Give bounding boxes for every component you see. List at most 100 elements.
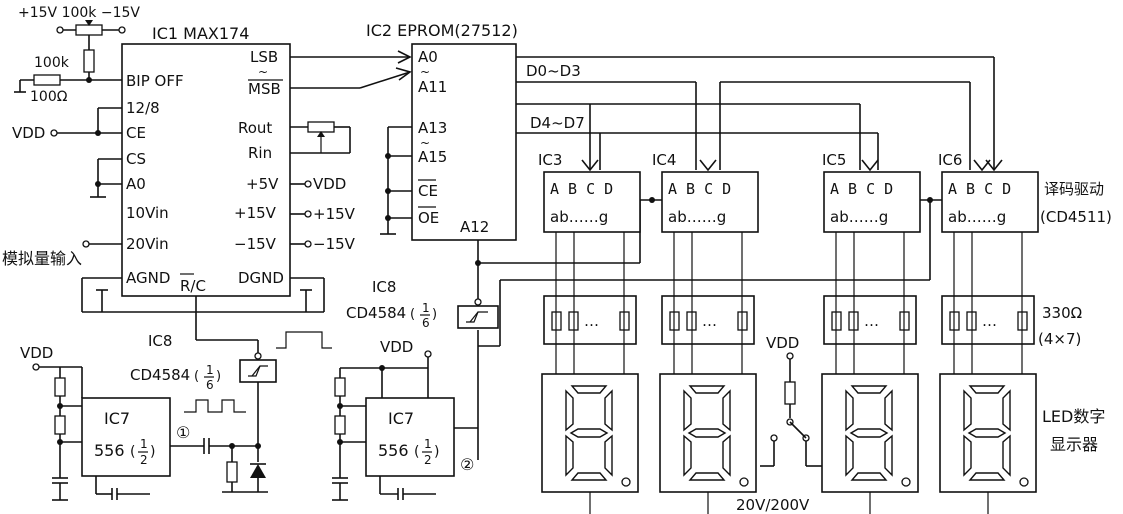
ic8-right-title: IC8	[372, 278, 396, 296]
ic2-pin-a15: A15	[418, 148, 447, 166]
ic7-left-vdd: VDD	[20, 344, 53, 362]
analog-input-label: 模拟量输入	[2, 249, 82, 268]
ic1-pin-agnd: AGND	[126, 269, 170, 287]
led-label-line2: 显示器	[1050, 435, 1098, 454]
ic8-right-num: 1	[422, 301, 430, 315]
ic1-pin-ce: CE	[126, 124, 146, 142]
ic8-left-hysteresis-b	[251, 365, 261, 377]
ic2-pin-a0: A0	[418, 48, 438, 66]
arrow-ic6	[973, 159, 991, 172]
ic7-right-r2	[334, 415, 346, 435]
pot-terminal-right	[118, 26, 126, 34]
decoder-ic3-body	[543, 171, 641, 233]
switch-vdd-label: VDD	[766, 334, 799, 352]
ic1-pin-12-8: 12/8	[126, 99, 160, 117]
ic7-left-num: 1	[140, 437, 148, 451]
junction-a12	[475, 260, 481, 266]
decoder-ic6-outputs: ab……g	[948, 208, 1006, 226]
analog-input-terminal	[82, 240, 90, 248]
arrow-ic4	[699, 159, 717, 172]
ic7-left-j2	[57, 439, 63, 445]
decoder-ic6-name: IC6	[938, 151, 962, 169]
arrow-lsb	[397, 50, 412, 64]
led-digit-3-segments	[845, 385, 893, 481]
ic8-left-den: 6	[206, 378, 214, 392]
out-vdd-label: VDD	[313, 175, 346, 193]
led-digit-4-segments	[963, 385, 1011, 481]
range-label: 20V/200V	[736, 496, 810, 514]
decoder-ic4-name: IC4	[652, 151, 676, 169]
ic1-vdd-terminal	[50, 129, 58, 137]
switch-vdd-terminal	[786, 352, 794, 360]
ic8-left-paren-close: )	[216, 369, 221, 384]
ic7-right-body	[365, 397, 455, 477]
ic2-pin-a12: A12	[460, 218, 489, 236]
ic7-right-part: 556	[378, 441, 409, 460]
res-pack-2-dots: …	[702, 312, 717, 330]
ic2-tilde-2: ~	[420, 136, 430, 150]
ic1-vdd-label: VDD	[12, 124, 45, 142]
ic7-left-name: IC7	[104, 409, 130, 428]
ic7-left-paren-open: (	[130, 444, 135, 460]
ic1-pin-cs: CS	[126, 150, 146, 168]
junction-bipoff	[86, 77, 92, 83]
terminal-5v	[304, 180, 312, 188]
ic8-right-part: CD4584	[346, 304, 406, 322]
res-100-label: 100Ω	[30, 89, 68, 105]
ic7-right-den: 2	[424, 453, 432, 467]
ic1-pin-lsb: LSB	[250, 48, 278, 66]
bus-d4-label: D4~D7	[530, 114, 585, 132]
rc-pulse	[276, 331, 332, 349]
res-100k-label: 100k	[34, 55, 70, 71]
led-digit-2	[659, 373, 757, 493]
res-pack-count: (4×7)	[1038, 330, 1081, 348]
ic1-pin-msb: MSB	[248, 80, 281, 98]
ic7-left-r1	[54, 377, 66, 397]
ic7-left-pulse	[184, 399, 246, 413]
ic1-body	[121, 43, 291, 297]
ic8-right-paren-open: (	[410, 307, 415, 322]
ic8-right-hysteresis-b	[469, 311, 479, 323]
ic7-left-j1	[57, 403, 63, 409]
ic1-pin-rc: R/C	[180, 277, 206, 295]
decoder-ic5-name: IC5	[822, 151, 846, 169]
decoder-part: (CD4511)	[1040, 208, 1112, 226]
led-digit-1-dp	[621, 477, 631, 487]
ic1-pin-20vin: 20Vin	[126, 235, 169, 253]
ic7-right-r1	[334, 377, 346, 397]
ic7-left-vdd-terminal	[32, 363, 40, 371]
led-digit-1-segments	[565, 385, 613, 481]
ic1-pin-n15v: −15V	[234, 235, 277, 253]
junction-ce	[95, 130, 101, 136]
ic1-pin-rout: Rout	[238, 119, 272, 137]
out-n15-label: −15V	[313, 235, 356, 253]
ic1-title: IC1 MAX174	[152, 24, 249, 43]
res-pack-value: 330Ω	[1042, 304, 1082, 322]
ic1-pin-10vin: 10Vin	[126, 204, 169, 222]
ic7-left-r2	[54, 415, 66, 435]
led-digit-3	[821, 373, 919, 493]
ic8-right-paren-close: )	[432, 307, 437, 322]
decoder-ic3-outputs: ab……g	[550, 208, 608, 226]
junction-ce2	[385, 188, 391, 194]
ic7-left-body	[81, 397, 171, 477]
arrow-msb	[395, 67, 412, 81]
decoder-ic3: IC3 A B C D ab……g	[538, 151, 641, 233]
decoder-ic5-inputs: A B C D	[830, 180, 893, 198]
res-pack-3-dots: …	[864, 312, 879, 330]
ic2-tilde-1: ~	[420, 65, 430, 79]
res-100	[33, 74, 61, 86]
decoder-ic5: IC5 A B C D ab……g	[822, 151, 921, 233]
ic1-tilde: ~	[258, 65, 268, 79]
led-digit-2-dp	[739, 477, 749, 487]
ic2-pin-a11: A11	[418, 78, 447, 96]
pot-terminal-left	[56, 26, 64, 34]
ic8-left-output-bubble	[254, 352, 262, 360]
ic7-left-rg	[226, 461, 238, 483]
led-digit-2-segments	[683, 385, 731, 481]
res-pack-4-dots: …	[982, 312, 997, 330]
res-100k	[83, 49, 95, 73]
res-pack-1-dots: …	[584, 312, 599, 330]
decoder-label: 译码驱动	[1044, 180, 1104, 198]
